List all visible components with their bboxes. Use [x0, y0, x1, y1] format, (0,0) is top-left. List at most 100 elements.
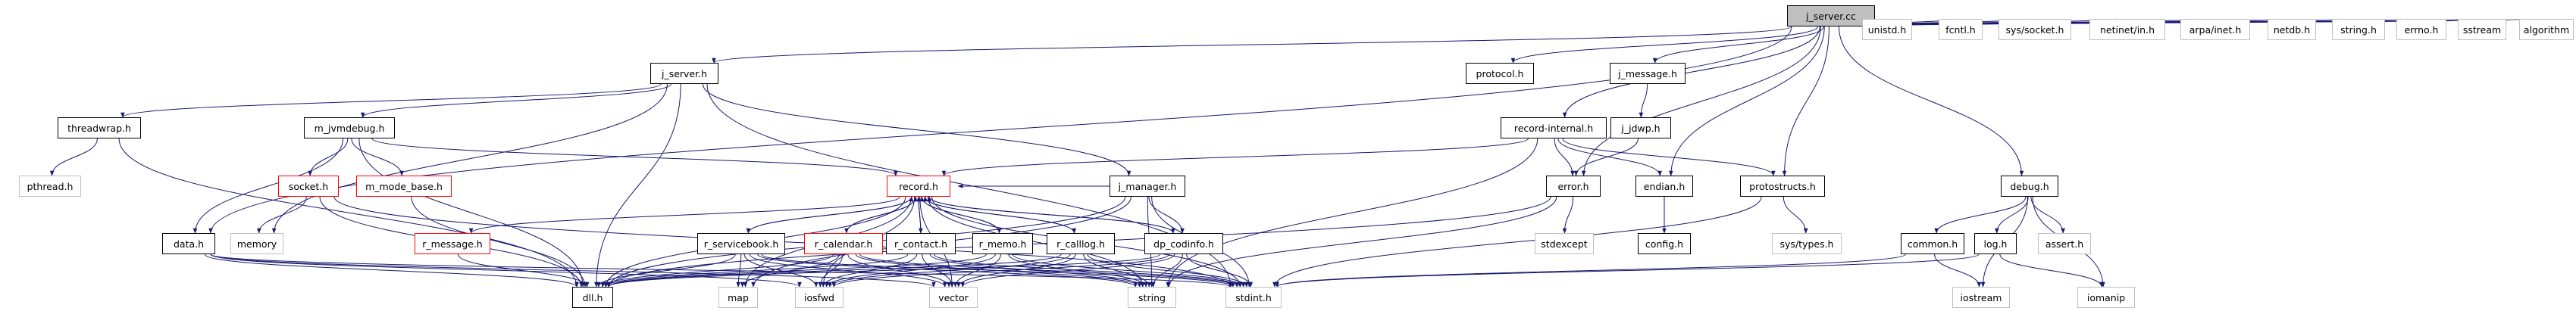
edge-r-calendar-h-to-record-h [846, 196, 918, 234]
node-stdexcept: stdexcept [1535, 233, 1594, 254]
edge-data-h-to-vector [210, 253, 936, 288]
node-label: j_server.cc [1806, 10, 1856, 22]
node-iomanip: iomanip [2077, 287, 2135, 308]
node-label: socket.h [288, 180, 329, 192]
node-label: map [728, 291, 749, 303]
edge-j-server-h-to-memory [271, 83, 668, 234]
node-label: stdint.h [1235, 291, 1272, 303]
node-m-mode-base-h[interactable]: m_mode_base.h [356, 176, 452, 197]
node-label: debug.h [2010, 180, 2049, 192]
node-error-h[interactable]: error.h [1546, 176, 1601, 197]
node-iostream: iostream [1952, 287, 2010, 308]
edge-record-internal-h-to-error-h [1554, 138, 1575, 176]
edge-debug-h-to-assert-h [2030, 196, 2065, 234]
node-label: j_manager.h [1118, 180, 1177, 192]
node-r-calllog-h[interactable]: r_calllog.h [1047, 233, 1115, 254]
edge-record-h-to-r-message-h [468, 196, 900, 234]
edge-j-server-h-to-j-manager-h [702, 83, 1131, 176]
edge-socket-h-to-memory [256, 196, 307, 234]
edge-error-h-to-string [1166, 196, 1557, 288]
edge-r-memo-h-to-record-h [919, 196, 1000, 234]
node-arpa-inet-h: arpa/inet.h [2180, 19, 2250, 40]
node-netinet-in-h: netinet/in.h [2089, 19, 2165, 40]
node-r-message-h[interactable]: r_message.h [415, 233, 490, 254]
node-label: r_calllog.h [1056, 238, 1105, 250]
node-map: map [718, 287, 758, 308]
node-debug-h[interactable]: debug.h [2001, 176, 2058, 197]
node-j-manager-h[interactable]: j_manager.h [1110, 176, 1185, 197]
edge-dp-codinfo-h-to-record-h [927, 196, 1174, 234]
node-protostructs-h[interactable]: protostructs.h [1740, 176, 1825, 197]
edge-debug-h-to-log-h [1995, 196, 2029, 234]
edge-common-h-to-stdint-h [1275, 253, 1906, 288]
node-label: iostream [1960, 291, 2002, 303]
node-label: iosfwd [804, 291, 834, 303]
node-string-h: string.h [2332, 19, 2385, 40]
node-label: iomanip [2086, 291, 2126, 303]
node-r-calendar-h[interactable]: r_calendar.h [804, 233, 883, 254]
node-label: r_memo.h [978, 238, 1027, 250]
node-stdint-h: stdint.h [1225, 287, 1282, 308]
node-label: record-internal.h [1513, 122, 1594, 134]
node-dll-h[interactable]: dll.h [572, 287, 613, 308]
node-j-message-h[interactable]: j_message.h [1610, 63, 1686, 84]
edge-r-calllog-h-to-string [1083, 253, 1152, 288]
edge-threadwrap-h-to-pthread-h [49, 138, 98, 176]
edge-record-internal-h-to-endian-h [1557, 138, 1662, 176]
node-socket-h[interactable]: socket.h [278, 176, 339, 197]
edge-threadwrap-h-to-dll-h [118, 138, 579, 288]
node-protocol-h[interactable]: protocol.h [1466, 63, 1534, 84]
node-threadwrap-h[interactable]: threadwrap.h [58, 117, 141, 138]
node-r-servicebook-h[interactable]: r_servicebook.h [697, 233, 785, 254]
node-label: endian.h [1643, 180, 1686, 192]
node-label: dp_codinfo.h [1153, 238, 1214, 250]
edge-record-internal-h-to-record-h [941, 138, 1529, 176]
node-algorithm: algorithm [2519, 19, 2574, 40]
node-r-contact-h[interactable]: r_contact.h [886, 233, 956, 254]
edge-j-server-cc-to-protostructs-h [1782, 26, 1829, 176]
node-label: dll.h [582, 291, 603, 303]
edge-r-memo-h-to-stdint-h [1012, 253, 1246, 288]
node-label: protostructs.h [1749, 180, 1816, 192]
node-label: pthread.h [27, 180, 74, 192]
node-common-h[interactable]: common.h [1901, 233, 1964, 254]
node-label: error.h [1557, 180, 1589, 192]
edge-j-server-h-to-m-jvmdebug-h [360, 83, 671, 118]
edge-j-server-cc-to-debug-h [1838, 26, 2024, 176]
edge-record-internal-h-to-string [1166, 138, 1538, 288]
node-j-jdwp-h[interactable]: j_jdwp.h [1610, 117, 1671, 138]
edge-dp-codinfo-h-to-dll-h [606, 253, 1161, 288]
node-j-server-h[interactable]: j_server.h [650, 63, 718, 84]
edge-protostructs-h-to-stdint-h [1272, 196, 1762, 288]
node-unistd-h: unistd.h [1862, 19, 1912, 40]
node-label: m_mode_base.h [365, 180, 443, 192]
node-endian-h[interactable]: endian.h [1635, 176, 1693, 197]
node-record-h[interactable]: record.h [887, 176, 950, 197]
edge-j-manager-h-to-dp-codinfo-h [1148, 196, 1185, 234]
node-label: threadwrap.h [67, 122, 131, 134]
edge-r-servicebook-h-to-iosfwd [743, 253, 818, 288]
node-label: errno.h [2404, 23, 2439, 36]
edge-j-server-cc-to-endian-h [1669, 26, 1825, 176]
node-log-h[interactable]: log.h [1974, 233, 2017, 254]
edge-r-contact-h-to-dll-h [603, 253, 909, 288]
edge-r-memo-h-to-iosfwd [824, 253, 996, 288]
node-dp-codinfo-h[interactable]: dp_codinfo.h [1144, 233, 1223, 254]
node-record-internal-h[interactable]: record-internal.h [1501, 117, 1607, 138]
edge-data-h-to-stdint-h [210, 253, 1232, 288]
node-label: record.h [899, 180, 938, 192]
node-data-h[interactable]: data.h [162, 233, 215, 254]
edge-log-h-to-iomanip [1999, 253, 2104, 288]
node-config-h[interactable]: config.h [1638, 233, 1691, 254]
node-label: r_calendar.h [814, 238, 873, 250]
edge-r-contact-h-to-stdint-h [934, 253, 1243, 288]
node-errno-h: errno.h [2396, 19, 2446, 40]
node-label: j_jdwp.h [1621, 122, 1660, 134]
node-label: algorithm [2523, 23, 2570, 36]
node-vector: vector [929, 287, 978, 308]
node-r-memo-h[interactable]: r_memo.h [972, 233, 1033, 254]
node-label: string [1138, 291, 1166, 303]
node-m-jvmdebug-h[interactable]: m_jvmdebug.h [304, 117, 395, 138]
edge-j-server-h-to-threadwrap-h [121, 83, 662, 118]
